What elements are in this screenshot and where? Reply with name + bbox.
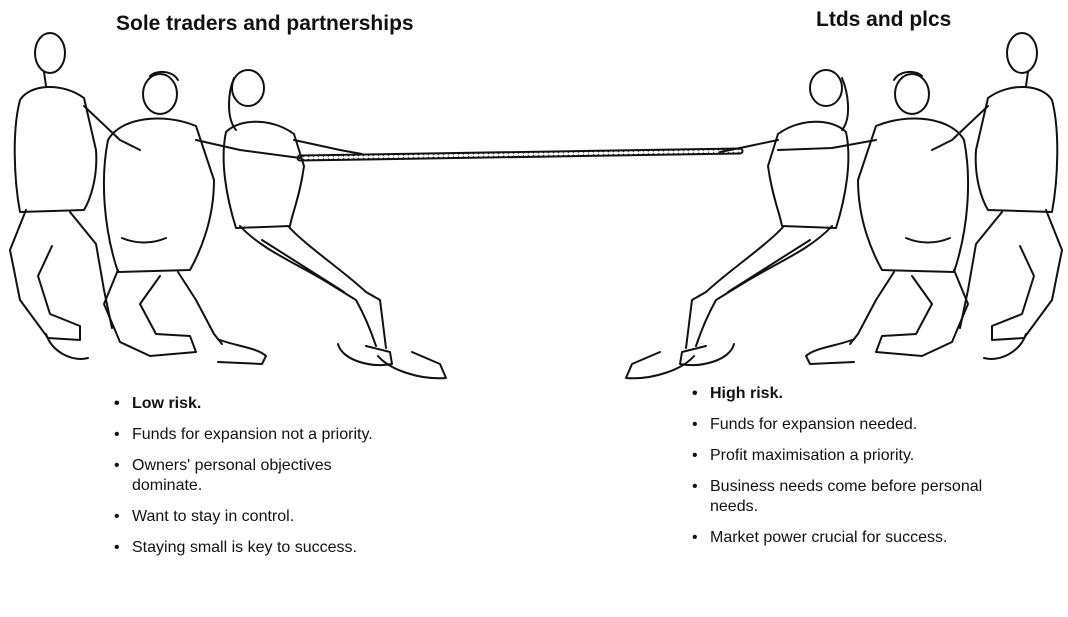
list-item: Owners' personal objectives dominate. xyxy=(112,456,402,496)
tug-of-war-icon xyxy=(0,0,1068,390)
left-team-points: Low risk. Funds for expansion not a prio… xyxy=(112,394,402,569)
list-item: Funds for expansion not a priority. xyxy=(112,425,402,445)
left-person-3-icon xyxy=(224,70,446,378)
list-item: Low risk. xyxy=(112,394,402,414)
left-person-2-icon xyxy=(104,72,300,364)
right-person-2-icon xyxy=(778,72,968,364)
right-team-illustration xyxy=(626,33,1062,378)
list-item: Staying small is key to success. xyxy=(112,538,402,558)
right-person-3-icon xyxy=(932,33,1062,359)
list-item: Market power crucial for success. xyxy=(690,528,990,548)
right-person-1-icon xyxy=(626,70,848,378)
list-item: Profit maximisation a priority. xyxy=(690,446,990,466)
left-person-1-icon xyxy=(10,33,140,359)
list-item: Business needs come before personal need… xyxy=(690,477,990,517)
left-team-illustration xyxy=(10,33,446,378)
right-team-points: High risk. Funds for expansion needed. P… xyxy=(690,384,990,559)
list-item: High risk. xyxy=(690,384,990,404)
list-item: Funds for expansion needed. xyxy=(690,415,990,435)
rope-icon xyxy=(300,151,740,158)
list-item: Want to stay in control. xyxy=(112,507,402,527)
